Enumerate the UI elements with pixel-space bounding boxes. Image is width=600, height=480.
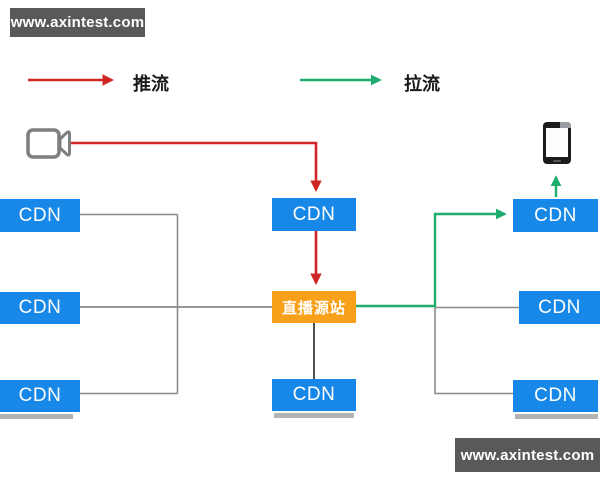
node-cdn-left-middle: CDN bbox=[0, 292, 80, 324]
node-shadow-right-bottom bbox=[515, 414, 598, 419]
node-cdn-right-middle: CDN bbox=[519, 291, 600, 324]
smartphone-glare bbox=[560, 122, 571, 128]
smartphone-screen bbox=[546, 128, 568, 157]
node-cdn-right-bottom: CDN bbox=[513, 380, 598, 412]
node-cdn-middle-top: CDN bbox=[272, 198, 356, 231]
node-cdn-left-top: CDN bbox=[0, 199, 80, 232]
node-cdn-right-top: CDN bbox=[513, 199, 598, 232]
legend-push-label: 推流 bbox=[133, 74, 169, 94]
node-shadow-left-bottom bbox=[0, 414, 73, 419]
watermark-bottom-right: www.axintest.com bbox=[455, 438, 600, 472]
video-camera-icon bbox=[26, 128, 71, 159]
node-cdn-middle-bottom: CDN bbox=[272, 379, 356, 411]
pull-arrow-origin-to-right-top-cdn bbox=[356, 208, 507, 308]
node-shadow-middle-bottom bbox=[274, 413, 354, 418]
smartphone-home-button bbox=[553, 160, 561, 162]
connector-junction-to-right-bottom bbox=[434, 307, 513, 395]
node-live-origin: 直播源站 bbox=[272, 291, 356, 323]
node-cdn-left-bottom: CDN bbox=[0, 380, 80, 412]
push-arrow-camera-to-middle-top-cdn bbox=[68, 141, 322, 192]
smartphone-icon bbox=[543, 122, 571, 164]
legend-pull-label: 拉流 bbox=[404, 74, 440, 94]
watermark-top-left: www.axintest.com bbox=[10, 8, 145, 37]
